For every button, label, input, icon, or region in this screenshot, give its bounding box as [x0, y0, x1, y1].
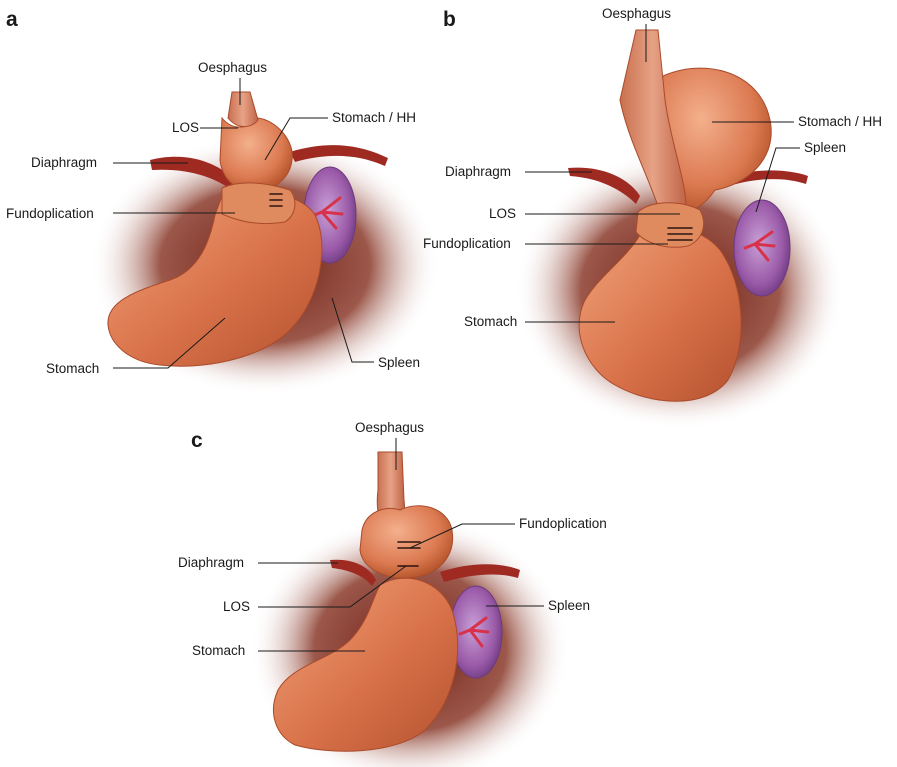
panel-c: c	[191, 429, 570, 767]
label-b-fundoplication: Fundoplication	[423, 236, 511, 251]
label-a-spleen: Spleen	[378, 355, 420, 370]
label-c-oesphagus: Oesphagus	[355, 420, 424, 435]
oesophagus-a	[228, 92, 258, 127]
label-a-stomach-hh: Stomach / HH	[332, 110, 416, 125]
label-a-stomach: Stomach	[46, 361, 99, 376]
panel-letter-c: c	[191, 429, 203, 452]
label-b-oesphagus: Oesphagus	[602, 6, 671, 21]
label-b-stomach: Stomach	[464, 314, 517, 329]
spleen-b	[734, 200, 790, 296]
label-a-los: LOS	[172, 120, 199, 135]
label-a-fundoplication: Fundoplication	[6, 206, 94, 221]
label-a-diaphragm: Diaphragm	[31, 155, 97, 170]
label-b-spleen: Spleen	[804, 140, 846, 155]
label-c-spleen: Spleen	[548, 598, 590, 613]
spleen-c	[450, 586, 502, 678]
label-b-diaphragm: Diaphragm	[445, 164, 511, 179]
label-c-fundoplication: Fundoplication	[519, 516, 607, 531]
fundoplication-wrap-a	[222, 183, 295, 224]
stomach-hh-a	[220, 118, 292, 192]
panel-letter-b: b	[443, 8, 456, 31]
label-b-stomach-hh: Stomach / HH	[798, 114, 882, 129]
label-c-los: LOS	[223, 599, 250, 614]
panel-letter-a: a	[6, 8, 18, 31]
label-c-stomach: Stomach	[192, 643, 245, 658]
label-c-diaphragm: Diaphragm	[178, 555, 244, 570]
label-a-oesphagus: Oesphagus	[198, 60, 267, 75]
label-b-los: LOS	[489, 206, 516, 221]
